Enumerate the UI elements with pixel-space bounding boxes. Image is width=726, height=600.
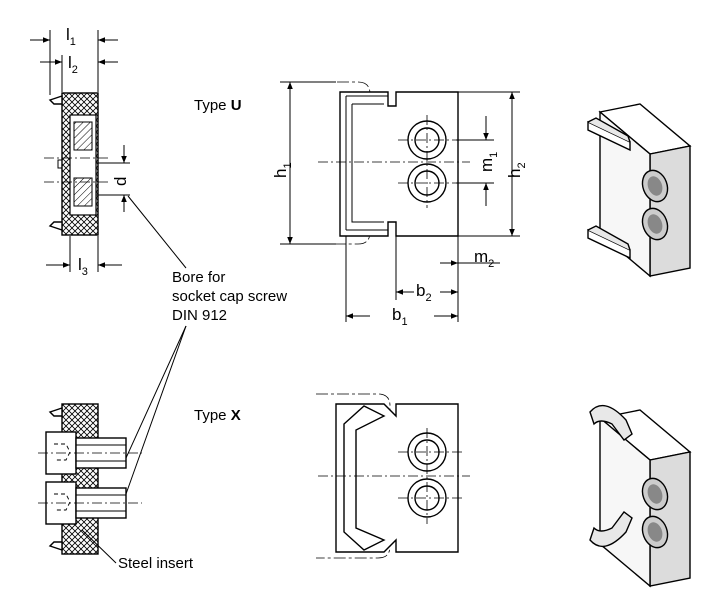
bore-leader-x1	[125, 325, 187, 459]
iso-view-type-x	[589, 404, 692, 588]
dim-m2: m2	[474, 247, 494, 270]
dim-d: d	[111, 177, 130, 186]
dim-b1: b1	[392, 305, 408, 328]
bore-leader	[127, 195, 187, 269]
bore-callout-line-2: socket cap screw	[172, 288, 287, 305]
steel-insert-callout: Steel insert	[118, 555, 194, 572]
front-view-type-x	[316, 393, 470, 559]
dim-m1: m1	[477, 152, 500, 172]
front-view-type-u	[280, 81, 520, 322]
dim-h1: h1	[271, 162, 294, 178]
type-u-label: Type U	[194, 97, 242, 114]
type-x-label: Type X	[194, 407, 241, 424]
dim-b2: b2	[416, 281, 432, 304]
section-view-type-u	[30, 30, 130, 272]
section-view-type-x	[38, 403, 142, 564]
bore-callout-line-3: DIN 912	[172, 307, 227, 324]
iso-view-type-u	[587, 103, 692, 278]
bore-leader-x2	[125, 325, 187, 495]
dim-h2: h2	[505, 162, 528, 178]
bore-callout-line-1: Bore for	[172, 269, 225, 286]
dim-l3: l3	[78, 255, 88, 278]
dim-l2: l2	[68, 53, 78, 76]
dim-l1: l1	[66, 25, 76, 48]
